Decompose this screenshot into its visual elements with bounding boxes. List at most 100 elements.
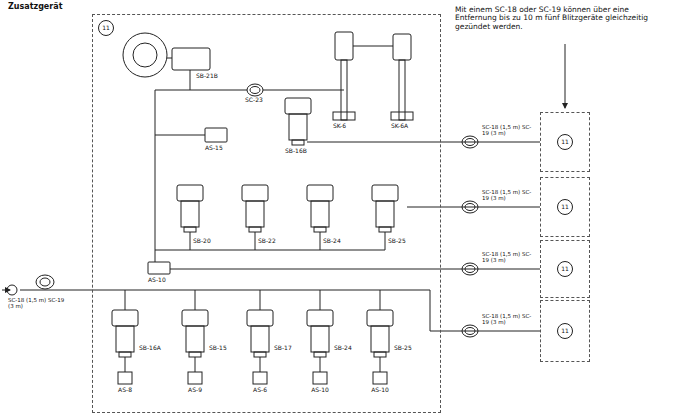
- adapter: [188, 372, 202, 384]
- part-label: SC-18 (1,5 m) SC-19 (3 m): [8, 297, 68, 309]
- ring-flash-lens: [133, 43, 157, 67]
- wire: [155, 207, 441, 250]
- wire: [353, 46, 393, 47]
- flash-body: [246, 201, 264, 227]
- wire: [380, 357, 381, 372]
- flash-head: [307, 310, 333, 326]
- part-label: SB-22: [258, 238, 276, 245]
- wire: [155, 70, 344, 262]
- cable-line: [441, 331, 540, 332]
- part-label: SB-15: [209, 345, 227, 352]
- cable-coil: [247, 84, 263, 96]
- flash-head: [372, 185, 398, 201]
- flash-body: [181, 201, 199, 227]
- flash-foot: [314, 227, 326, 232]
- ring-flash: [123, 33, 167, 77]
- part-label: SK-6A: [391, 123, 408, 130]
- flash-body: [376, 201, 394, 227]
- bracket-grip: [391, 112, 413, 120]
- flash-body: [186, 326, 204, 352]
- flash-foot: [292, 140, 304, 145]
- wire: [260, 357, 261, 372]
- flash-foot: [189, 352, 201, 357]
- bracket-grip: [333, 112, 355, 120]
- adapter: [118, 372, 132, 384]
- flash-head: [307, 185, 333, 201]
- wire: [255, 232, 256, 250]
- part-label: AS-6: [253, 387, 267, 394]
- part-label: SK-6: [333, 123, 346, 130]
- wire: [380, 290, 381, 310]
- bracket-flash: [335, 32, 353, 60]
- flash-body: [371, 326, 389, 352]
- flash-head: [112, 310, 138, 326]
- part-label: SC-18 (1,5 m) SC-19 (3 m): [482, 313, 538, 325]
- wire: [125, 357, 126, 372]
- flash-head: [367, 310, 393, 326]
- wire: [195, 290, 196, 310]
- part-label: SB-21B: [196, 73, 218, 80]
- wire: [167, 58, 172, 59]
- wire: [320, 357, 321, 372]
- dashed-group-box: 11: [540, 240, 590, 298]
- cable-line: [441, 269, 540, 270]
- cable-coil: [250, 87, 260, 94]
- flash-body: [116, 326, 134, 352]
- callout-number: 11: [98, 20, 114, 36]
- adapter: [253, 372, 267, 384]
- wire: [385, 232, 386, 250]
- flash-body: [289, 114, 307, 140]
- part-label: SB-24: [334, 345, 352, 352]
- flash-head: [247, 310, 273, 326]
- callout-number: 11: [557, 323, 573, 339]
- cable-line: [441, 207, 540, 208]
- part-label: SB-20: [193, 238, 211, 245]
- note-text: Mit einem SC-18 oder SC-19 können über e…: [455, 6, 660, 31]
- cable-line: [441, 142, 540, 143]
- flash-head: [177, 185, 203, 201]
- wire: [125, 290, 126, 310]
- wire: [307, 142, 441, 143]
- cable-coil: [40, 278, 50, 286]
- flash-head: [182, 310, 208, 326]
- flash-foot: [184, 227, 196, 232]
- dashed-group-box: 11: [540, 112, 590, 172]
- part-label: SB-16B: [285, 148, 307, 155]
- wire: [260, 290, 261, 310]
- cable-coil: [36, 275, 54, 289]
- part-label: SB-25: [388, 238, 406, 245]
- part-label: SC-18 (1,5 m) SC-19 (3 m): [482, 189, 538, 201]
- bracket-flash: [393, 34, 411, 60]
- part-label: AS-15: [205, 145, 223, 152]
- bracket-pole: [341, 60, 347, 120]
- wire: [195, 357, 196, 372]
- part-label: SB-16A: [139, 345, 161, 352]
- flash-foot: [254, 352, 266, 357]
- adapter: [373, 372, 387, 384]
- adapter: [148, 262, 170, 274]
- wire: [20, 290, 441, 331]
- part-label: AS-10: [311, 387, 329, 394]
- wire: [320, 290, 321, 310]
- adapter: [313, 372, 327, 384]
- callout-number: 11: [557, 261, 573, 277]
- part-label: AS-9: [188, 387, 202, 394]
- adapter: [205, 128, 227, 142]
- flash-foot: [119, 352, 131, 357]
- dashed-group-box: 11: [540, 300, 590, 362]
- wire: [155, 135, 205, 136]
- part-label: SB-25: [394, 345, 412, 352]
- part-label: SC-23: [245, 97, 263, 104]
- flash-foot: [249, 227, 261, 232]
- flash-head: [242, 185, 268, 201]
- flash-foot: [314, 352, 326, 357]
- dashed-group-box: 11: [92, 14, 441, 413]
- part-label: SC-18 (1,5 m) SC-19 (3 m): [482, 124, 538, 136]
- wire: [190, 232, 191, 250]
- flash-body: [251, 326, 269, 352]
- ring-controller: [172, 48, 210, 70]
- flash-body: [311, 326, 329, 352]
- part-label: SB-24: [323, 238, 341, 245]
